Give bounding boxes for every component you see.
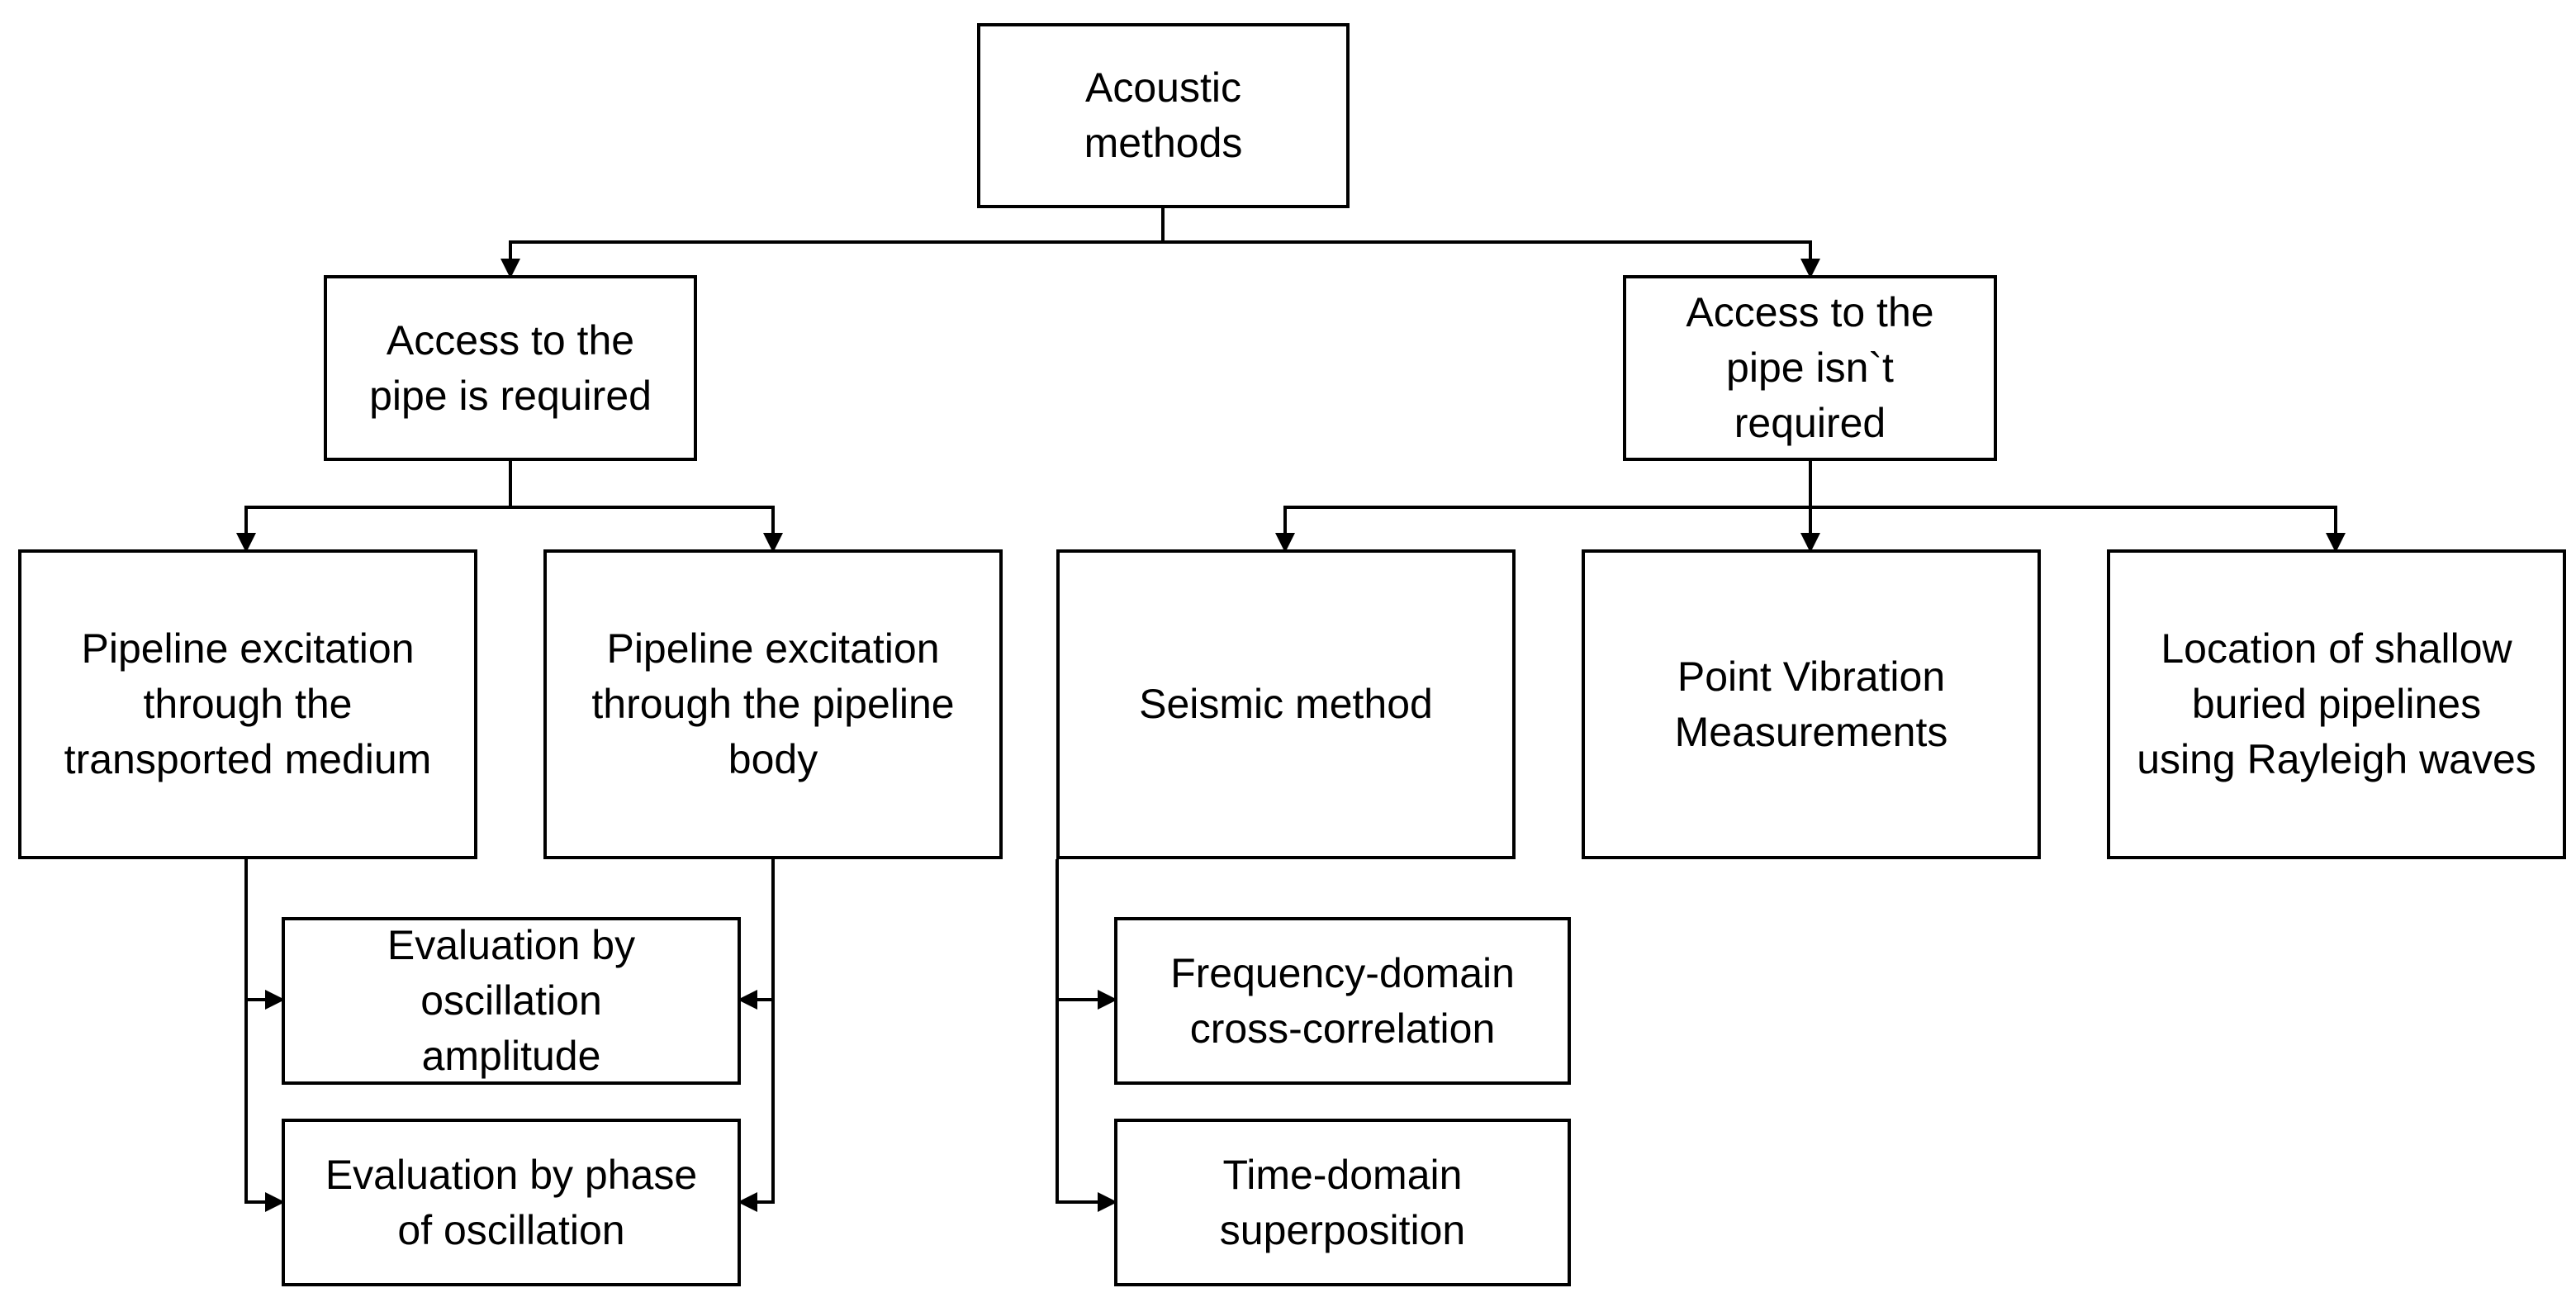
connector-excitation-body-to-eval-amplitude (738, 859, 775, 1010)
connector-excitation-medium-to-eval-phase (244, 1000, 285, 1212)
node-eval-phase: Evaluation by phase of oscillation (282, 1119, 741, 1286)
node-acoustic-methods: Acoustic methods (977, 23, 1350, 208)
node-seismic-method: Seismic method (1056, 549, 1516, 859)
connector-seismic-to-freq-domain (1056, 859, 1117, 1010)
connector-seismic-to-time-domain (1056, 1000, 1117, 1212)
node-rayleigh-waves: Location of shallow buried pipelines usi… (2107, 549, 2566, 859)
node-excitation-medium: Pipeline excitation through the transpor… (18, 549, 477, 859)
connector-excitation-medium-to-eval-amplitude (244, 859, 285, 1010)
connector-acoustic-to-access-not-required (1163, 240, 1820, 278)
node-access-not-required: Access to the pipe isn`t required (1623, 275, 1997, 461)
connector-access-not-required-to-seismic (1275, 461, 1812, 553)
connector-access-not-required-to-rayleigh (1810, 506, 2346, 553)
node-time-domain: Time-domain superposition (1114, 1119, 1571, 1286)
node-point-vibration: Point Vibration Measurements (1582, 549, 2041, 859)
node-excitation-body: Pipeline excitation through the pipeline… (543, 549, 1003, 859)
node-eval-amplitude: Evaluation by oscillation amplitude (282, 917, 741, 1085)
node-access-required: Access to the pipe is required (324, 275, 697, 461)
connector-acoustic-to-access-required (500, 208, 1165, 278)
connector-access-required-to-excitation-medium (236, 461, 512, 553)
connector-excitation-body-to-eval-phase (738, 1000, 775, 1212)
connector-access-required-to-excitation-body (510, 506, 783, 553)
node-freq-domain: Frequency-domain cross-correlation (1114, 917, 1571, 1085)
